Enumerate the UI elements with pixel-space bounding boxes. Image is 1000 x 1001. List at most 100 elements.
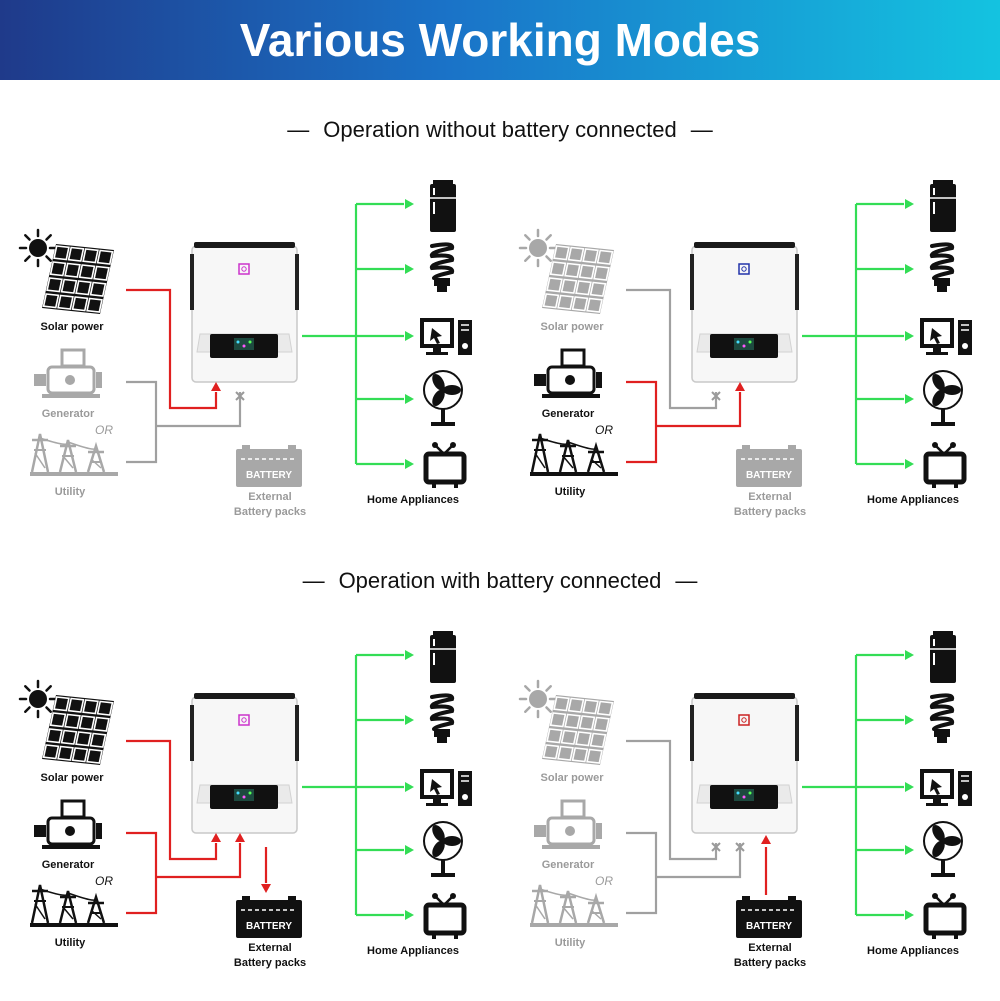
dash-left: — — [287, 117, 310, 142]
arrow-head — [905, 845, 914, 855]
section-title-with-battery: — Operation with battery connected — — [0, 568, 1000, 594]
external-label: External — [748, 491, 792, 503]
arrow-head — [905, 331, 914, 341]
solar-wire — [126, 288, 218, 410]
arrow-head — [905, 264, 914, 274]
arrow-head — [405, 394, 414, 404]
power-tower-icon — [530, 884, 618, 927]
power-tower-icon — [530, 433, 618, 476]
dash-right: — — [690, 117, 713, 142]
fridge-icon — [930, 180, 956, 232]
disconnect-x-mark — [235, 391, 245, 401]
appliances-label: Home Appliances — [867, 945, 959, 957]
arrow-head — [405, 331, 414, 341]
solar-label: Solar power — [40, 772, 104, 784]
solar-wire — [626, 739, 718, 861]
external-label: External — [248, 491, 292, 503]
utility-label: Utility — [54, 486, 86, 498]
mode-diagram-svg: BATTERY — [518, 180, 972, 488]
bulb-icon — [929, 693, 955, 743]
solar-wire — [126, 739, 218, 861]
section-label: Operation without battery connected — [323, 117, 677, 142]
mode-diagram-svg: BATTERY — [18, 180, 472, 488]
grid-to-inverter-wire — [656, 392, 742, 428]
power-led-icon — [238, 263, 250, 275]
battery-text: BATTERY — [746, 470, 792, 481]
arrow-head — [405, 264, 414, 274]
grid-wire — [626, 380, 658, 464]
solar-wire — [626, 288, 718, 410]
battery-text: BATTERY — [246, 470, 292, 481]
grid-to-inverter-wire — [156, 843, 242, 879]
arrow-head — [905, 910, 914, 920]
solar-label: Solar power — [40, 321, 104, 333]
inverter-icon — [690, 242, 799, 383]
utility-label: Utility — [54, 937, 86, 949]
page-title: Various Working Modes — [239, 14, 761, 66]
dash-right: — — [675, 568, 698, 593]
sun-icon — [518, 679, 558, 719]
disconnect-x-mark — [711, 842, 721, 852]
arrow-head — [405, 459, 414, 469]
inverter-icon — [190, 693, 299, 834]
arrow-head — [405, 715, 414, 725]
battery-icon: BATTERY — [236, 445, 302, 487]
appliances-label: Home Appliances — [867, 494, 959, 506]
dash-left: — — [302, 568, 325, 593]
arrow-head — [761, 835, 771, 844]
arrow-head — [905, 782, 914, 792]
fridge-icon — [930, 631, 956, 683]
external-label: External — [248, 942, 292, 954]
computer-icon — [420, 769, 472, 806]
solar-panel-icon — [542, 244, 614, 314]
arrow-head — [405, 782, 414, 792]
section-label: Operation with battery connected — [338, 568, 662, 593]
disconnect-x-mark — [735, 842, 745, 852]
generator-icon — [534, 348, 602, 398]
arrow-head — [905, 650, 914, 660]
arrow-head — [905, 459, 914, 469]
battery-packs-label: Battery packs — [233, 506, 307, 518]
mode-diagram-svg: BATTERY — [18, 631, 472, 939]
battery-text: BATTERY — [746, 921, 792, 932]
solar-panel-icon — [42, 244, 114, 314]
grid-wire — [126, 831, 158, 915]
or-label: OR — [95, 874, 113, 888]
generator-label: Generator — [541, 859, 595, 871]
inverter-icon — [690, 693, 799, 834]
battery-packs-label: Battery packs — [233, 957, 307, 969]
arrow-head — [405, 199, 414, 209]
tv-icon — [423, 893, 467, 939]
or-label: OR — [595, 423, 613, 437]
grid-wire — [126, 380, 158, 464]
arrow-head — [735, 382, 745, 391]
battery-icon: BATTERY — [736, 445, 802, 487]
fan-icon — [423, 370, 463, 426]
power-tower-icon — [30, 884, 118, 927]
tv-icon — [423, 442, 467, 488]
or-label: OR — [595, 874, 613, 888]
generator-label: Generator — [541, 408, 595, 420]
battery-icon: BATTERY — [736, 896, 802, 938]
arrow-head — [905, 199, 914, 209]
battery-packs-label: Battery packs — [733, 957, 807, 969]
solar-panel-icon — [42, 695, 114, 765]
solar-label: Solar power — [540, 321, 604, 333]
utility-label: Utility — [554, 486, 586, 498]
fan-icon — [923, 821, 963, 877]
battery-packs-label: Battery packs — [733, 506, 807, 518]
grid-to-inverter-wire — [656, 843, 742, 879]
computer-icon — [420, 318, 472, 355]
grid-to-inverter-wire — [156, 392, 242, 428]
power-tower-icon — [30, 433, 118, 476]
fridge-icon — [430, 631, 456, 683]
utility-label: Utility — [554, 937, 586, 949]
external-label: External — [748, 942, 792, 954]
generator-label: Generator — [41, 408, 95, 420]
inverter-icon — [190, 242, 299, 383]
disconnect-x-mark — [711, 391, 721, 401]
